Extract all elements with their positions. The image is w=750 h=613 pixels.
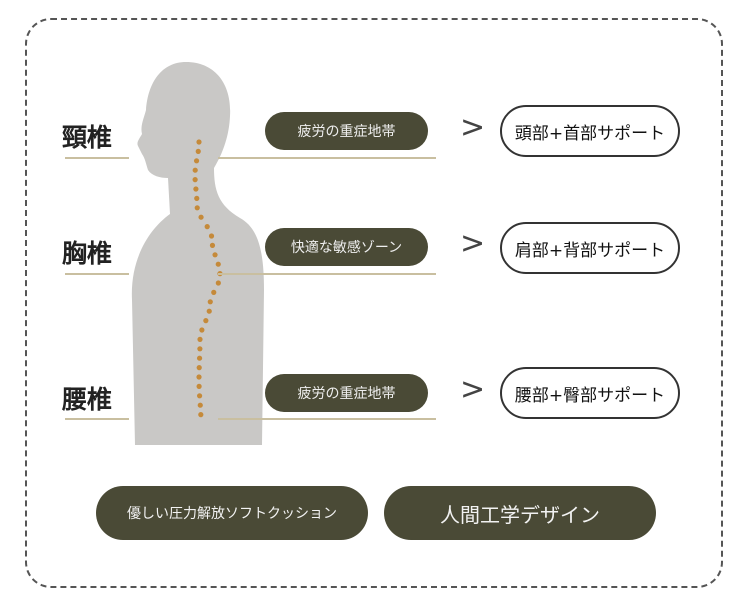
spine-dot [196, 365, 202, 371]
spine-dot [203, 318, 209, 324]
spine-dot [208, 233, 215, 239]
spine-dot [196, 139, 202, 145]
chevron-right-icon: > [460, 226, 486, 261]
zone-label: 疲労の重症地帯 [297, 386, 396, 402]
zone-line [218, 157, 436, 159]
spine-dot [194, 195, 200, 201]
support-pill: 肩部+背部サポート [500, 222, 680, 274]
spine-dot [192, 177, 198, 183]
spine-dot [197, 402, 203, 408]
zone-pill: 快適な敏感ゾーン [265, 228, 428, 266]
label-underline [65, 157, 129, 159]
spine-dot [194, 205, 200, 211]
spine-dot [199, 327, 205, 333]
spine-dot [196, 383, 202, 389]
spine-dot [204, 224, 210, 230]
soft-cushion-label: 優しい圧力解放ソフトクッション [127, 506, 337, 522]
spine-dot [193, 186, 199, 192]
spine-dot [209, 242, 216, 248]
spine-dot [192, 167, 198, 173]
spine-dot [196, 355, 203, 361]
ergonomic-design-button[interactable]: 人間工学デザイン [384, 486, 656, 540]
spine-region-label: 頸椎 [62, 123, 113, 152]
label-underline [65, 418, 129, 420]
spine-dot [196, 374, 202, 380]
spine-dot [198, 412, 204, 418]
chevron-right-icon: > [460, 110, 486, 145]
spine-dot [198, 214, 204, 220]
zone-label: 疲労の重症地帯 [297, 124, 396, 140]
zone-pill: 疲労の重症地帯 [265, 374, 428, 412]
soft-cushion-button[interactable]: 優しい圧力解放ソフトクッション [96, 486, 368, 540]
spine-region-label: 腰椎 [62, 385, 113, 414]
support-pill: 頭部+首部サポート [500, 105, 680, 157]
spine-dot [212, 252, 218, 258]
label-underline [65, 273, 129, 275]
spine-dot [211, 289, 217, 295]
ergonomic-design-label: 人間工学デザイン [440, 502, 600, 527]
support-pill: 腰部+臀部サポート [500, 367, 680, 419]
spine-dot [197, 346, 203, 352]
spine-dot [215, 261, 221, 267]
support-label: 肩部+背部サポート [514, 240, 666, 261]
zone-line [218, 418, 436, 420]
zone-label: 快適な敏感ゾーン [290, 240, 403, 256]
chevron-right-icon: > [460, 372, 486, 407]
support-label: 頭部+首部サポート [514, 123, 666, 144]
support-label: 腰部+臀部サポート [514, 385, 666, 406]
spine-dots [192, 139, 223, 418]
spine-dot [193, 158, 200, 164]
spine-dot [206, 308, 212, 314]
spine-dot [197, 336, 203, 342]
zone-pill: 疲労の重症地帯 [265, 112, 428, 150]
spine-dot [215, 280, 221, 286]
dashed-frame [25, 18, 723, 588]
spine-region-label: 胸椎 [62, 239, 113, 268]
spine-dot [195, 148, 201, 154]
spine-dot [207, 299, 213, 305]
spine-dot [196, 393, 203, 399]
zone-line [218, 273, 436, 275]
